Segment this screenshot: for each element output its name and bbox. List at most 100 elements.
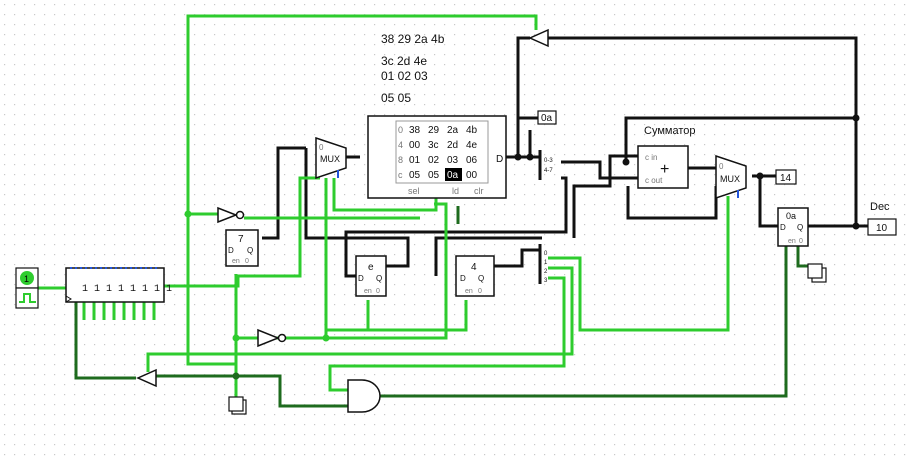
adder-title: Сумматор [644, 125, 695, 137]
adder-cin: c in [645, 153, 657, 162]
flipflop-4-en: en [465, 288, 473, 295]
flipflop-4[interactable]: 4 D Q en 0 [455, 255, 495, 297]
output-pin-icon-left [228, 396, 247, 415]
ram-cell: 00 [409, 140, 421, 151]
ram-address-8: 8 [398, 155, 403, 165]
clock-wave-icon [15, 287, 39, 309]
ram-cell: 01 [409, 155, 421, 166]
flipflop-7[interactable]: 7 D Q en 0 [225, 229, 259, 267]
mux-left-label: MUX [320, 154, 340, 164]
adder-block[interactable]: Сумматор c in c out + [637, 125, 695, 189]
shift-counter[interactable]: 1 1 1 1 1 1 1 1 [65, 267, 172, 303]
counter-bits: 1 1 1 1 1 1 1 1 [82, 284, 172, 295]
buffer-bottom [136, 368, 157, 388]
counter-output-ticks [82, 302, 156, 320]
ram-cell: 29 [428, 125, 440, 136]
and-gate [347, 379, 381, 413]
mux-right[interactable]: 0 MUX [715, 154, 747, 200]
note-line-3: 01 02 03 [381, 69, 428, 83]
not-gate-lower [257, 328, 287, 348]
wires-bus [262, 36, 868, 278]
output-register-zero: 0 [799, 238, 803, 245]
ram-address-0: 0 [398, 125, 403, 135]
wires-on [36, 14, 730, 398]
flipflop-4-value: 4 [471, 262, 477, 273]
flipflop-7-zero: 0 [245, 258, 249, 265]
flipflop-e-zero: 0 [376, 288, 380, 295]
ram-grid-frame [395, 120, 489, 184]
ram-highlight-box [445, 168, 462, 181]
probe-mid-value: 14 [780, 173, 792, 184]
buffer-top [528, 28, 549, 48]
flipflop-7-en: en [232, 258, 240, 265]
ram-data-pin: D [496, 154, 503, 165]
clock-input[interactable]: 1 [15, 267, 39, 289]
output-pin-icon-right [807, 263, 827, 283]
probe-top-value: 0a [541, 113, 553, 124]
output-register-d: D [780, 223, 786, 232]
ram-cell: 00 [466, 170, 478, 181]
ram-port-sel: sel [408, 186, 420, 196]
dec-probe-value: 10 [876, 223, 888, 234]
note-line-2: 3c 2d 4e [381, 54, 427, 68]
ram-port-clr: clr [474, 186, 484, 196]
clock-button-value: 1 [24, 274, 29, 284]
output-register-q: Q [797, 223, 803, 232]
ram-cell: 4b [466, 125, 478, 136]
mux-right-label: MUX [720, 174, 740, 184]
memory-notes: 38 29 2a 4b 3c 2d 4e 01 02 03 05 05 [381, 32, 445, 105]
ram-memory-grid: 0 38 29 2a 4b 4 00 3c 2d 4e 8 01 02 03 06 c 05 05 0a 00 [395, 120, 489, 184]
splitter-top: 0-3 4-7 [538, 150, 553, 180]
dec-output: Dec 10 [867, 201, 897, 236]
flipflop-e[interactable]: e D Q en 0 [355, 255, 387, 297]
mux-right-zero: 0 [719, 162, 724, 171]
probe-top: 0a [537, 110, 557, 125]
ram-address-c: c [398, 170, 403, 180]
ram-cell: 4e [466, 140, 478, 151]
flipflop-e-q: Q [376, 274, 382, 283]
ram-cell: 2d [447, 140, 458, 151]
flipflop-7-value: 7 [238, 234, 244, 245]
ram-cell: 05 [428, 170, 440, 181]
not-gate-upper [217, 206, 245, 224]
flipflop-4-d: D [460, 274, 466, 283]
ram-cell: 2a [447, 125, 459, 136]
output-register-en: en [788, 238, 796, 245]
dec-label: Dec [870, 201, 890, 213]
flipflop-7-q: Q [247, 246, 253, 255]
ram-cell: 38 [409, 125, 421, 136]
ram-port-ld: ld [452, 186, 459, 196]
ram-block[interactable]: D 0 38 29 2a 4b 4 00 3c 2d 4e 8 01 02 03 06 c 05 05 0a 00 s… [367, 115, 507, 199]
ram-cell: 06 [466, 155, 478, 166]
adder-cout: c out [645, 176, 663, 185]
splitter-right-0: 0 [544, 251, 548, 257]
note-line-1: 38 29 2a 4b [381, 32, 445, 46]
adder-plus-icon: + [660, 161, 669, 178]
wire-junctions [184, 114, 860, 380]
splitter-top-label-1: 4-7 [544, 168, 553, 174]
splitter-top-label-0: 0-3 [544, 158, 553, 164]
splitter-right: 0 1 2 3 [538, 244, 548, 284]
splitter-right-3: 3 [544, 278, 548, 284]
output-register-value: 0a [786, 211, 796, 221]
ram-cell: 05 [409, 170, 421, 181]
ram-cell: 0a [447, 170, 459, 181]
probe-mid: 14 [775, 169, 797, 185]
note-line-4: 05 05 [381, 91, 411, 105]
flipflop-4-q: Q [478, 274, 484, 283]
mux-left-zero: 0 [319, 143, 324, 152]
ram-cell: 03 [447, 155, 459, 166]
ram-cell: 02 [428, 155, 440, 166]
flipflop-7-d: D [228, 246, 234, 255]
wires-off [74, 206, 812, 408]
output-register[interactable]: 0a D Q en 0 [777, 207, 809, 247]
flipflop-e-en: en [364, 288, 372, 295]
ram-address-4: 4 [398, 140, 403, 150]
flipflop-e-d: D [358, 274, 364, 283]
splitter-right-2: 2 [544, 269, 548, 275]
flipflop-4-zero: 0 [478, 288, 482, 295]
splitter-right-1: 1 [544, 260, 548, 266]
ram-cell: 3c [428, 140, 439, 151]
